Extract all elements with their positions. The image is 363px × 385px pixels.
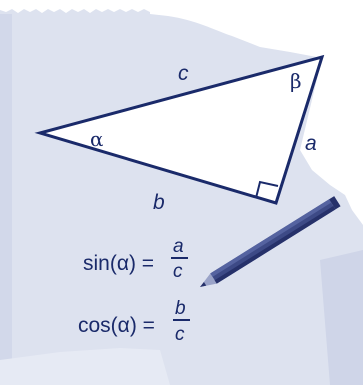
pencil-icon xyxy=(200,196,341,287)
side-b-label: b xyxy=(153,191,165,214)
cosine-formula-numerator: b xyxy=(175,298,186,319)
sine-formula-prefix: sin(α) = xyxy=(83,252,154,275)
paper-lower-fold xyxy=(0,348,170,385)
side-a-label: a xyxy=(305,132,317,155)
sine-formula-numerator: a xyxy=(173,236,184,257)
sine-formula-denominator: c xyxy=(173,261,183,282)
cosine-formula-prefix: cos(α) = xyxy=(78,314,155,337)
paper-side-shadow xyxy=(320,250,363,385)
right-angle-marker-icon xyxy=(255,180,279,199)
cosine-formula-denominator: c xyxy=(175,324,185,345)
angle-alpha-label: α xyxy=(90,127,104,151)
paper-fold-shadow xyxy=(0,14,12,385)
side-c-label: c xyxy=(178,62,189,85)
right-triangle xyxy=(34,54,325,205)
angle-beta-label: β xyxy=(290,69,302,93)
